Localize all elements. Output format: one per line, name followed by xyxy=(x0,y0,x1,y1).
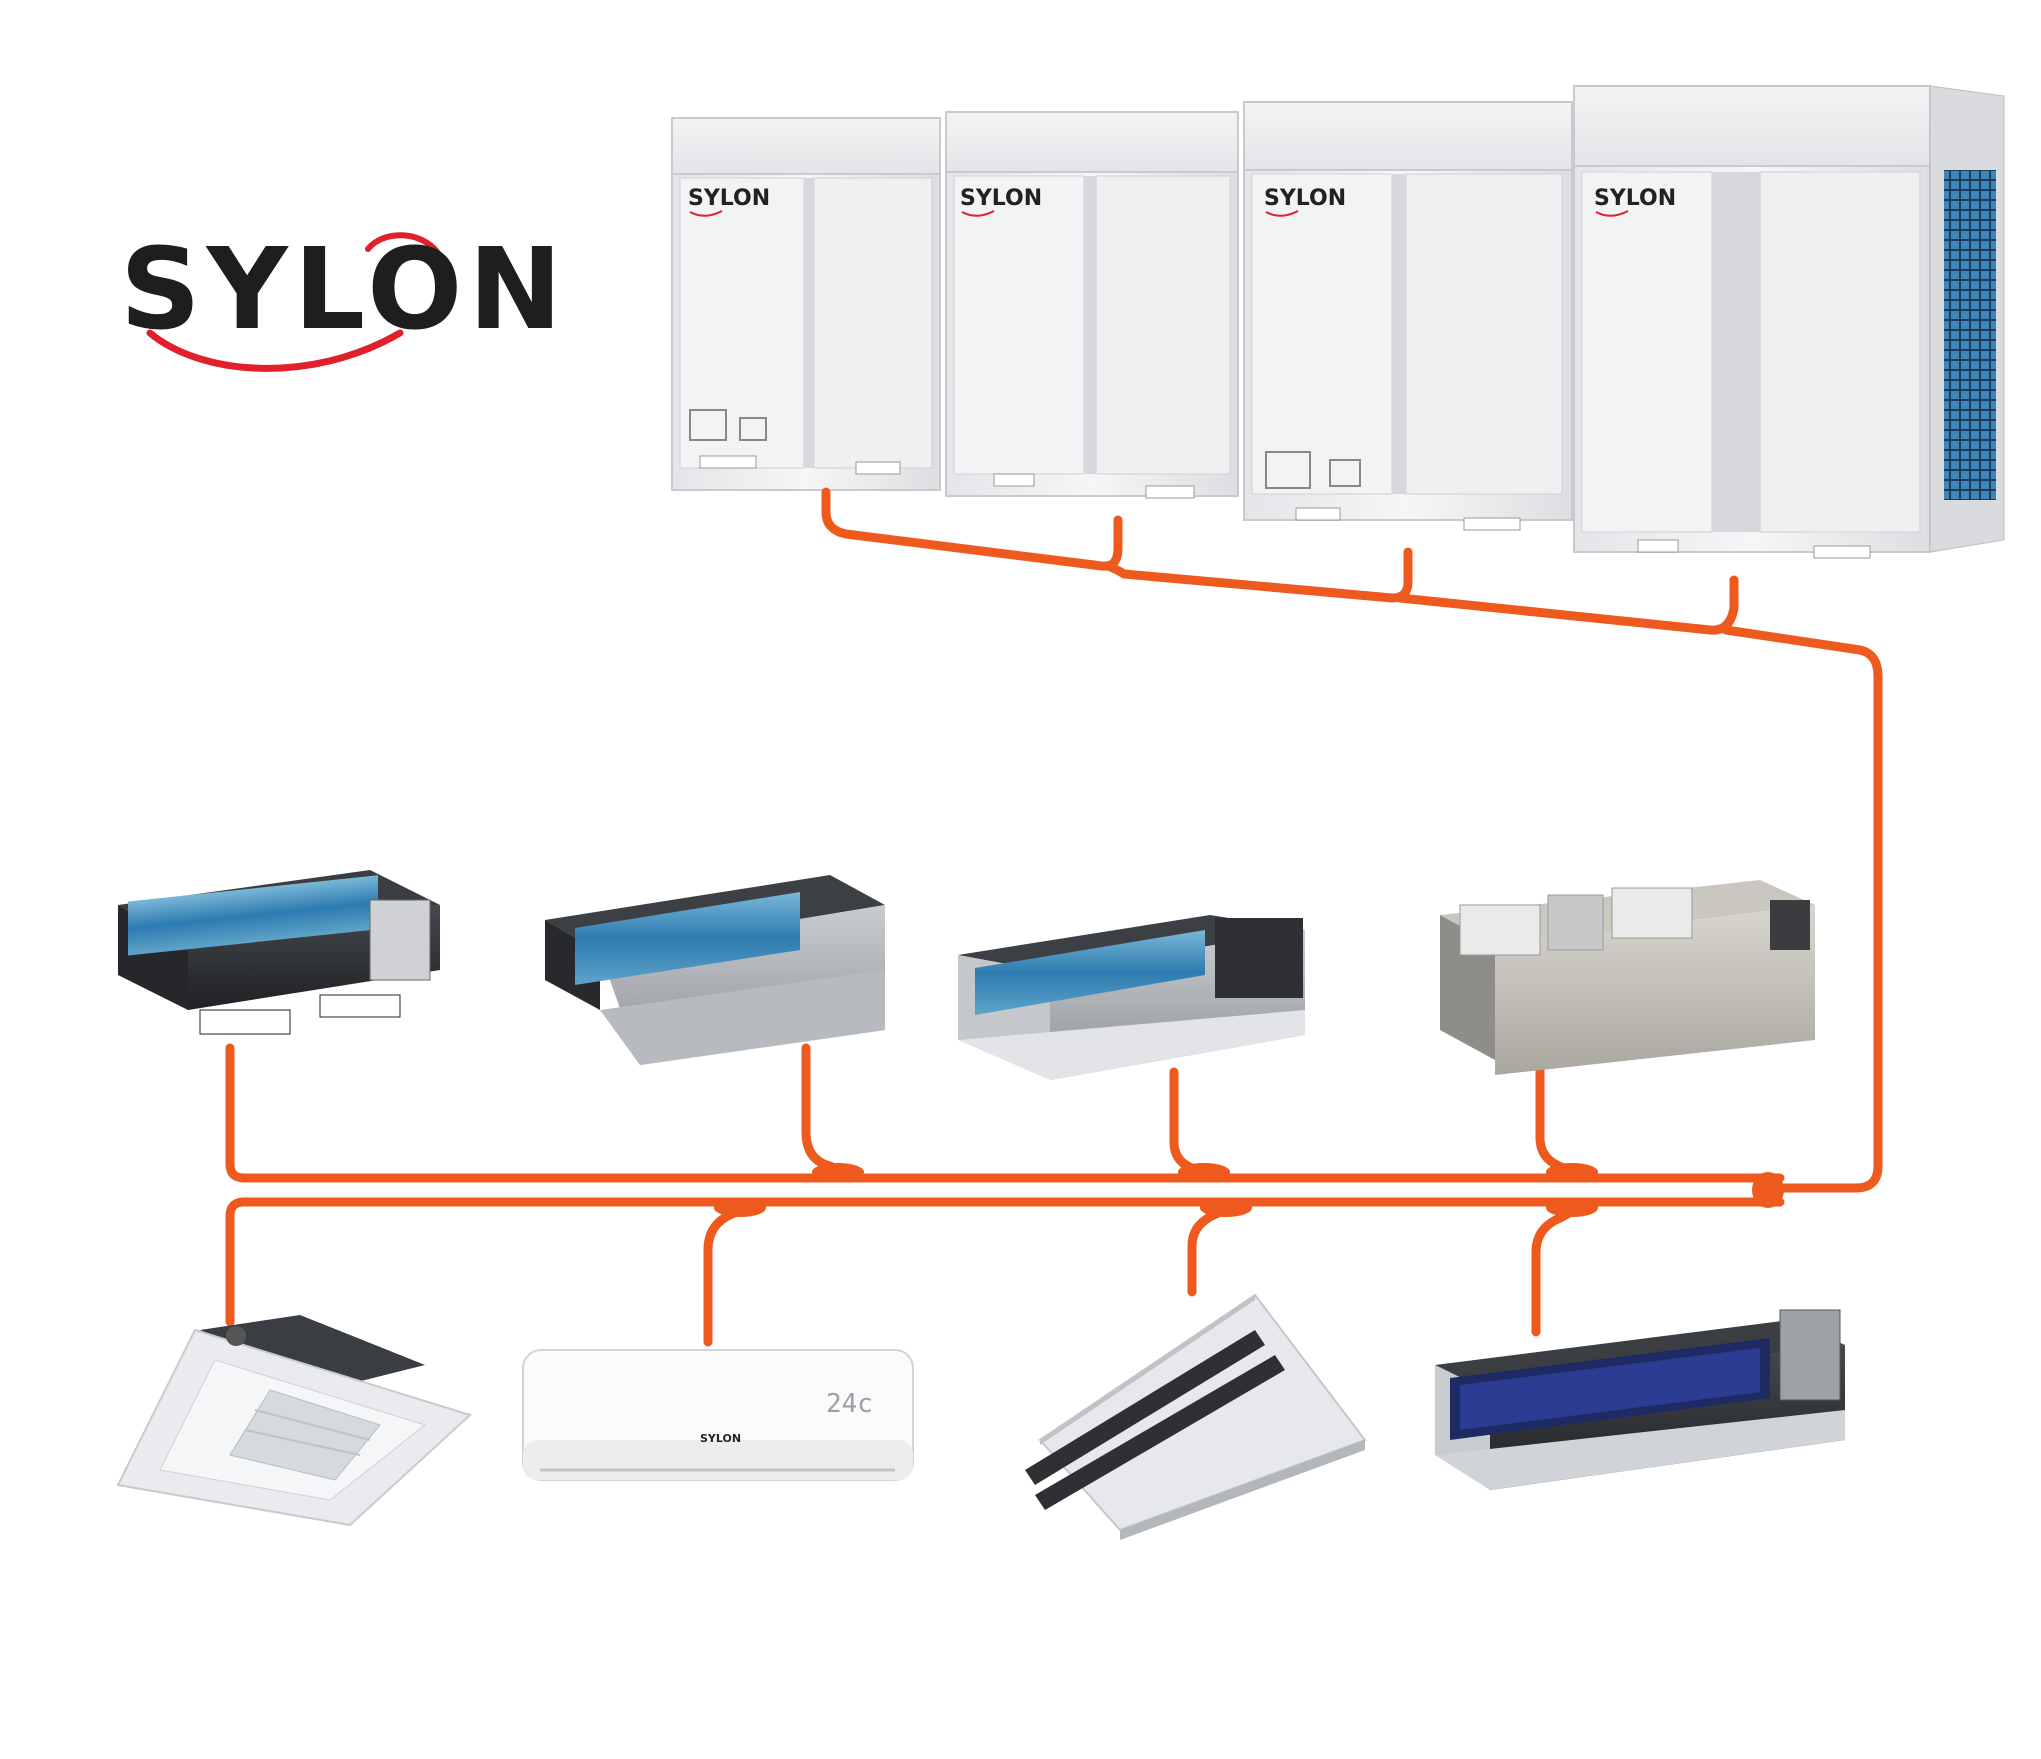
wall-unit-display: 24c xyxy=(826,1389,873,1419)
outdoor-unit-3: SYLON xyxy=(1243,101,1573,531)
branch-joints xyxy=(714,1163,1784,1217)
outdoor-unit-4-label: SYLON xyxy=(1594,186,1676,211)
brand-logo: SYLON xyxy=(120,225,562,385)
outdoor-unit-1: SYLON xyxy=(671,117,941,491)
outdoor-unit-2: SYLON xyxy=(945,111,1239,499)
outdoor-unit-4: SYLON xyxy=(1573,85,2005,559)
refrigerant-pipes xyxy=(225,487,1883,1347)
logo-swoosh-icon xyxy=(146,232,441,372)
outdoor-units: SYLON SYLON xyxy=(671,85,2005,559)
indoor-unit-duct-2 xyxy=(545,875,885,1065)
brand-name: SYLON xyxy=(120,225,569,355)
indoor-unit-duct-1 xyxy=(118,870,440,1035)
indoor-unit-oneway-cassette xyxy=(1025,1293,1367,1540)
wall-unit-brand: SYLON xyxy=(700,1432,741,1445)
outdoor-unit-3-label: SYLON xyxy=(1264,186,1346,211)
indoor-unit-duct-5 xyxy=(1435,1309,1845,1490)
indoor-unit-wall: 24c SYLON xyxy=(522,1349,914,1481)
outdoor-unit-1-label: SYLON xyxy=(688,186,770,211)
indoor-unit-cassette xyxy=(116,1315,472,1527)
indoor-unit-duct-3 xyxy=(958,915,1305,1080)
outdoor-unit-2-label: SYLON xyxy=(960,186,1042,211)
indoor-unit-duct-4 xyxy=(1440,880,1815,1075)
